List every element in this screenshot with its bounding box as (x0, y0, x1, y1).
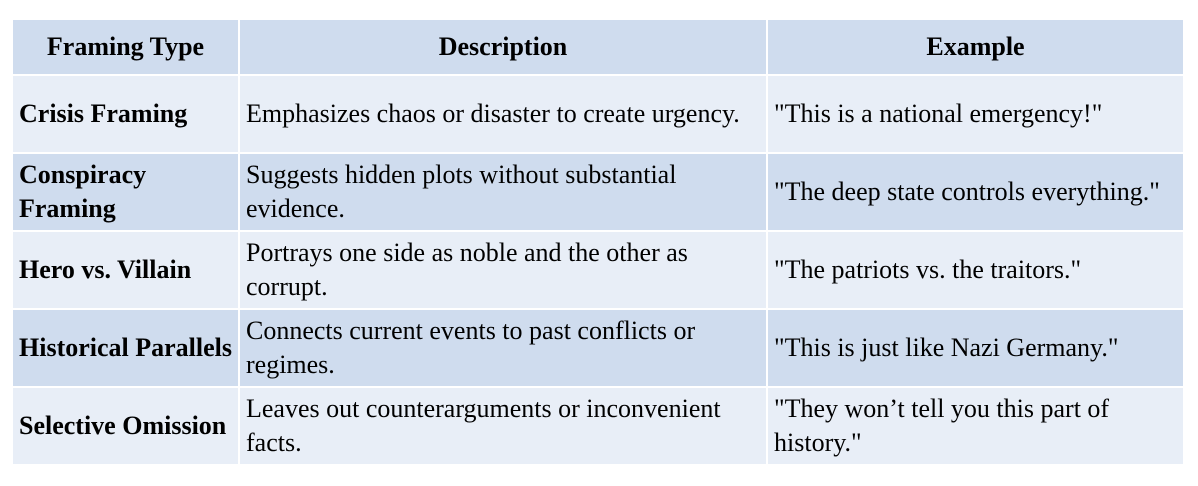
framing-table-container: Framing Type Description Example Crisis … (11, 18, 1185, 466)
cell-example: "They won’t tell you this part of histor… (766, 386, 1185, 466)
table-row: Hero vs. Villain Portrays one side as no… (11, 230, 1185, 310)
cell-description: Leaves out counterarguments or inconveni… (238, 386, 768, 466)
cell-framing-type: Conspiracy Framing (11, 152, 240, 232)
cell-example: "The deep state controls everything." (766, 152, 1185, 232)
cell-description: Emphasizes chaos or disaster to create u… (238, 74, 768, 154)
cell-description: Portrays one side as noble and the other… (238, 230, 768, 310)
table-row: Conspiracy Framing Suggests hidden plots… (11, 152, 1185, 232)
cell-framing-type: Hero vs. Villain (11, 230, 240, 310)
cell-example: "The patriots vs. the traitors." (766, 230, 1185, 310)
cell-framing-type: Historical Parallels (11, 308, 240, 388)
header-example: Example (766, 18, 1185, 76)
cell-example: "This is just like Nazi Germany." (766, 308, 1185, 388)
table-row: Selective Omission Leaves out counterarg… (11, 386, 1185, 466)
cell-description: Connects current events to past conflict… (238, 308, 768, 388)
framing-table: Framing Type Description Example Crisis … (11, 18, 1185, 466)
cell-framing-type: Selective Omission (11, 386, 240, 466)
table-header-row: Framing Type Description Example (11, 18, 1185, 76)
cell-example: "This is a national emergency!" (766, 74, 1185, 154)
table-row: Crisis Framing Emphasizes chaos or disas… (11, 74, 1185, 154)
cell-description: Suggests hidden plots without substantia… (238, 152, 768, 232)
table-row: Historical Parallels Connects current ev… (11, 308, 1185, 388)
header-framing-type: Framing Type (11, 18, 240, 76)
header-description: Description (238, 18, 768, 76)
cell-framing-type: Crisis Framing (11, 74, 240, 154)
